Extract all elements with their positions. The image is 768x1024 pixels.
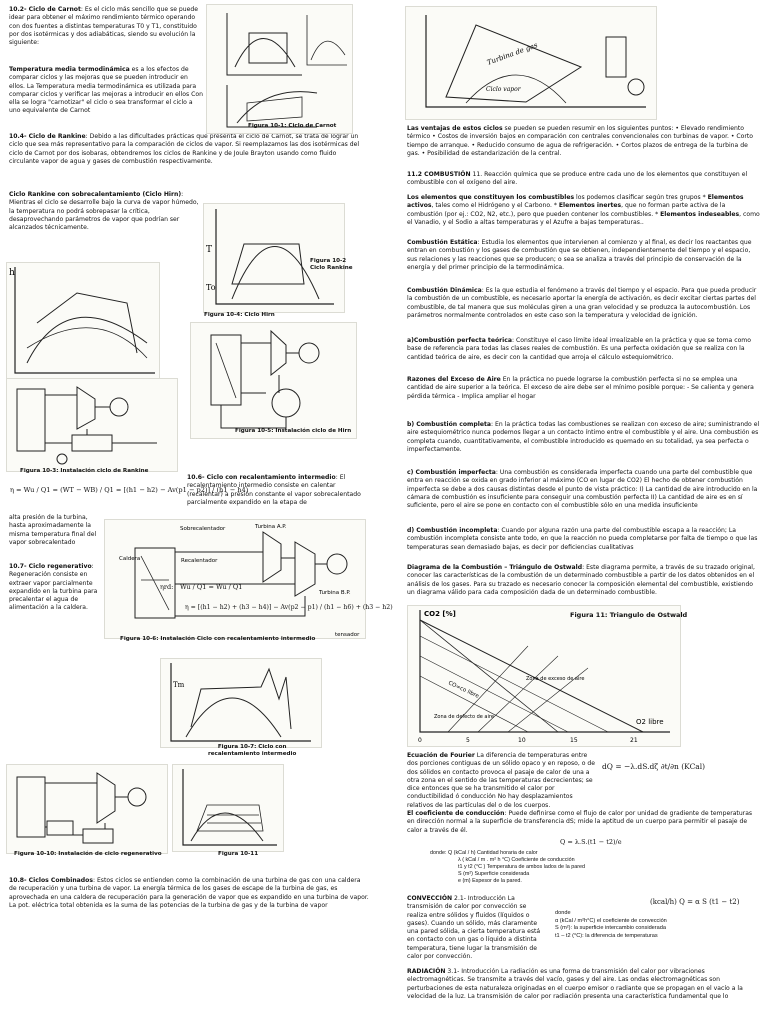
co-libre-label: CO=co libre	[447, 680, 480, 700]
regen-paragraph: 10.7- Ciclo regenerativo: Regeneración c…	[9, 563, 98, 612]
fig-10-1-caption: Figura 10-1: Ciclo de Carnot	[248, 123, 337, 129]
tmedia-paragraph: Temperatura media termodinámica es a los…	[9, 66, 203, 115]
svg-text:T: T	[206, 245, 212, 255]
regenerative-ts-diagram	[172, 764, 284, 852]
diagrama-paragraph: Diagrama de la Combustión – Triángulo de…	[407, 564, 755, 596]
rankine-ts-diagram: T To	[203, 203, 345, 313]
radiacion-paragraph: RADIACIÓN 3.1- Introducción La radiación…	[407, 968, 743, 1000]
combined-cycle-diagram: Turbina de gas Ciclo vapor	[405, 6, 657, 120]
caldera-label: Caldera	[119, 556, 140, 562]
carnot-paragraph: 10.2- Ciclo de Carnot: Es el ciclo más s…	[9, 6, 199, 47]
fig-10-11-caption: Figura 10-11	[218, 851, 259, 857]
zona-defecto-label: Zona de defecto de aire	[434, 714, 494, 720]
imperfecta-heading: c) Combustión imperfecta	[407, 469, 496, 476]
rankine-efficiency-equation: η = Wu / Q1 = (WT − WB) / Q1 = [(h1 − h2…	[10, 486, 249, 494]
ostwald-triangle-diagram: CO2 [%] O2 libre Zona de exceso de aire …	[407, 605, 681, 747]
conveccion-paragraph: CONVECCIÓN 2.1- Introducción La transmis…	[407, 895, 541, 961]
ostwald-tick-10: 10	[518, 737, 526, 744]
regen-heading: 10.7- Ciclo regenerativo	[9, 563, 92, 570]
conduction-equation: Q = λ.S.(t1 − t2)/e	[560, 838, 622, 846]
ventajas-heading: Las ventajas de estos ciclos	[407, 125, 503, 132]
hirn-paragraph: Ciclo Rankine con sobrecalentamiento (Ci…	[9, 191, 199, 232]
svg-text:To: To	[206, 283, 216, 292]
rankine-installation-diagram	[6, 378, 178, 472]
diagrama-heading: Diagrama de la Combustión – Triángulo de…	[407, 564, 583, 571]
fig-10-6-caption: Figura 10-6: Instalación Ciclo con recal…	[120, 636, 316, 642]
incompleta-paragraph: d) Combustión incompleta: Cuando por alg…	[407, 527, 758, 551]
co2-axis-label: CO2 [%]	[424, 610, 456, 618]
incompleta-heading: d) Combustión incompleta	[407, 527, 498, 534]
turbina-bp-label: Turbina B.P.	[318, 590, 351, 596]
reheat-ts-diagram: Tm	[160, 658, 322, 748]
fourier-heading: Ecuación de Fourier	[407, 752, 475, 759]
completa-heading: b) Combustión completa	[407, 421, 492, 428]
dinamica-paragraph: Combustión Dinámica: Es la que estudia e…	[407, 287, 757, 319]
ostwald-tick-5: 5	[466, 737, 470, 744]
combinados-heading: 10.8- Ciclos Combinados	[9, 877, 93, 884]
recal-heading: 10.6- Ciclo con recalentamiento intermed…	[187, 474, 336, 481]
reheat-fraction: Wu / Q1 = Wu / Q1	[180, 583, 243, 591]
turbina-ap-label: Turbina A.P.	[254, 524, 287, 530]
ostwald-tick-15: 15	[570, 737, 578, 744]
coef-cond-heading: El coeficiente de conducción	[407, 810, 505, 817]
fig-10-10-caption: Figura 10-10: Instalación de ciclo regen…	[14, 851, 162, 857]
conduction-legend: donde: Q (kCal / h) Cantidad horaria de …	[430, 850, 586, 884]
o2-axis-label: O2 libre	[636, 718, 664, 726]
ostwald-tick-0: 0	[418, 737, 422, 744]
recal-continuation: alta presión de la turbina, hasta aproxi…	[9, 514, 97, 546]
elementos-paragraph: Los elementos que constituyen los combus…	[407, 194, 760, 226]
dinamica-heading: Combustión Dinámica	[407, 287, 482, 294]
regenerative-installation-diagram	[6, 764, 168, 854]
reheat-installation-diagram: Sobrecalentador Recalentador Caldera Tur…	[104, 519, 366, 639]
ostwald-caption: Figura 11: Triangulo de Ostwald	[570, 611, 688, 619]
hirn-heading: Ciclo Rankine con sobrecalentamiento (Ci…	[9, 191, 182, 198]
reheat-eta-label: ηrd:	[160, 583, 174, 591]
tmedia-heading: Temperatura media termodinámica	[9, 66, 130, 73]
sobrecalentador-label: Sobrecalentador	[180, 526, 226, 532]
ciclo-vapor-label: Ciclo vapor	[486, 86, 522, 93]
ventajas-paragraph: Las ventajas de estos ciclos se pueden s…	[407, 125, 754, 157]
ostwald-tick-21: 21	[630, 737, 638, 744]
convection-legend: donde α (kCal / m²h°C) el coeficiente de…	[555, 910, 667, 939]
conveccion-heading: CONVECCIÓN	[407, 895, 453, 902]
recal-paragraph: 10.6- Ciclo con recalentamiento intermed…	[187, 474, 361, 506]
carnot-diagram	[206, 4, 353, 134]
estatica-heading: Combustión Estática	[407, 239, 478, 246]
exceso-paragraph: Razones del Exceso de Aire En la práctic…	[407, 376, 754, 400]
svg-text:Tm: Tm	[173, 681, 185, 689]
coef-cond-paragraph: El coeficiente de conducción: Puede defi…	[407, 810, 753, 834]
rankine-heading: 10.4- Ciclo de Rankine	[9, 133, 86, 140]
imperfecta-paragraph: c) Combustión imperfecta: Una combustión…	[407, 469, 758, 510]
reheat-efficiency-equation: η = [(h1 − h2) + (h3 − h4)] − Av(p2 − p1…	[185, 604, 393, 611]
fig-10-4-caption: Figura 10-4: Ciclo Hirn	[204, 312, 275, 318]
exceso-heading: Razones del Exceso de Aire	[407, 376, 501, 383]
svg-text:h: h	[9, 268, 15, 278]
elementos-heading: Los elementos que constituyen los combus…	[407, 194, 575, 201]
recalentador-label: Recalentador	[181, 558, 218, 564]
perfecta-heading: a)Combustión perfecta teórica	[407, 337, 512, 344]
fourier-paragraph: Ecuación de Fourier La diferencia de tem…	[407, 752, 596, 809]
fourier-equation: dQ = −λ.dS.dζ ∂t/∂n (KCal)	[602, 762, 706, 771]
completa-paragraph: b) Combustión completa: En la práctica t…	[407, 421, 760, 453]
combustion-paragraph: 11.2 COMBUSTIÓN 11. Reacción química que…	[407, 171, 748, 187]
convection-equation: (kcal/h) Q = α S (t1 − t2)	[650, 898, 740, 906]
fig-10-3-caption: Figura 10-3: Instalación ciclo de Rankin…	[20, 468, 149, 474]
combinados-paragraph: 10.8- Ciclos Combinados: Estos ciclos se…	[9, 877, 369, 909]
hirn-installation-diagram	[190, 322, 357, 439]
fig-10-5-caption: Figura 10-5: Instalación ciclo de Hirn	[235, 428, 352, 434]
tensador-label: tensador	[335, 632, 360, 638]
estatica-paragraph: Combustión Estática: Estudia los element…	[407, 239, 752, 271]
combustion-heading: 11.2 COMBUSTIÓN	[407, 171, 471, 178]
hirn-hs-diagram: h	[6, 262, 160, 380]
carnot-heading: 10.2- Ciclo de Carnot	[9, 6, 81, 13]
rankine-paragraph: 10.4- Ciclo de Rankine: Debido a las dif…	[9, 133, 360, 165]
zona-exceso-label: Zona de exceso de aire	[526, 676, 584, 682]
perfecta-paragraph: a)Combustión perfecta teórica: Constituy…	[407, 337, 751, 361]
turbina-gas-label: Turbina de gas	[486, 41, 539, 67]
radiacion-heading: RADIACIÓN	[407, 968, 446, 975]
